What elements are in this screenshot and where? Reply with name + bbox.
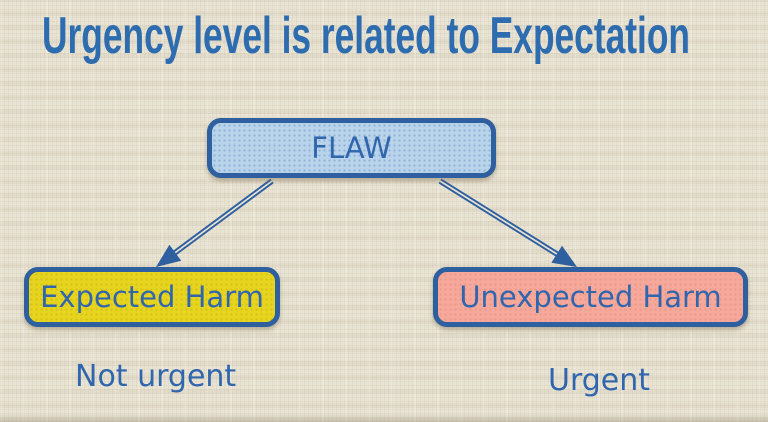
- node-flaw-label: FLAW: [311, 131, 392, 165]
- node-expected-harm-label: Expected Harm: [40, 280, 264, 314]
- arrow-down-right-icon: [438, 178, 577, 267]
- node-unexpected-harm: Unexpected Harm: [433, 267, 748, 327]
- node-expected-harm: Expected Harm: [24, 267, 280, 327]
- caption-not-urgent: Not urgent: [75, 359, 237, 394]
- page-title: Urgency level is related to Expectation: [42, 7, 690, 65]
- caption-urgent: Urgent: [548, 363, 651, 398]
- slide-title-area: Urgency level is related to Expectation: [42, 7, 690, 65]
- node-unexpected-harm-label: Unexpected Harm: [459, 280, 722, 314]
- arrow-down-left-icon: [156, 178, 274, 267]
- node-flaw: FLAW: [207, 118, 496, 178]
